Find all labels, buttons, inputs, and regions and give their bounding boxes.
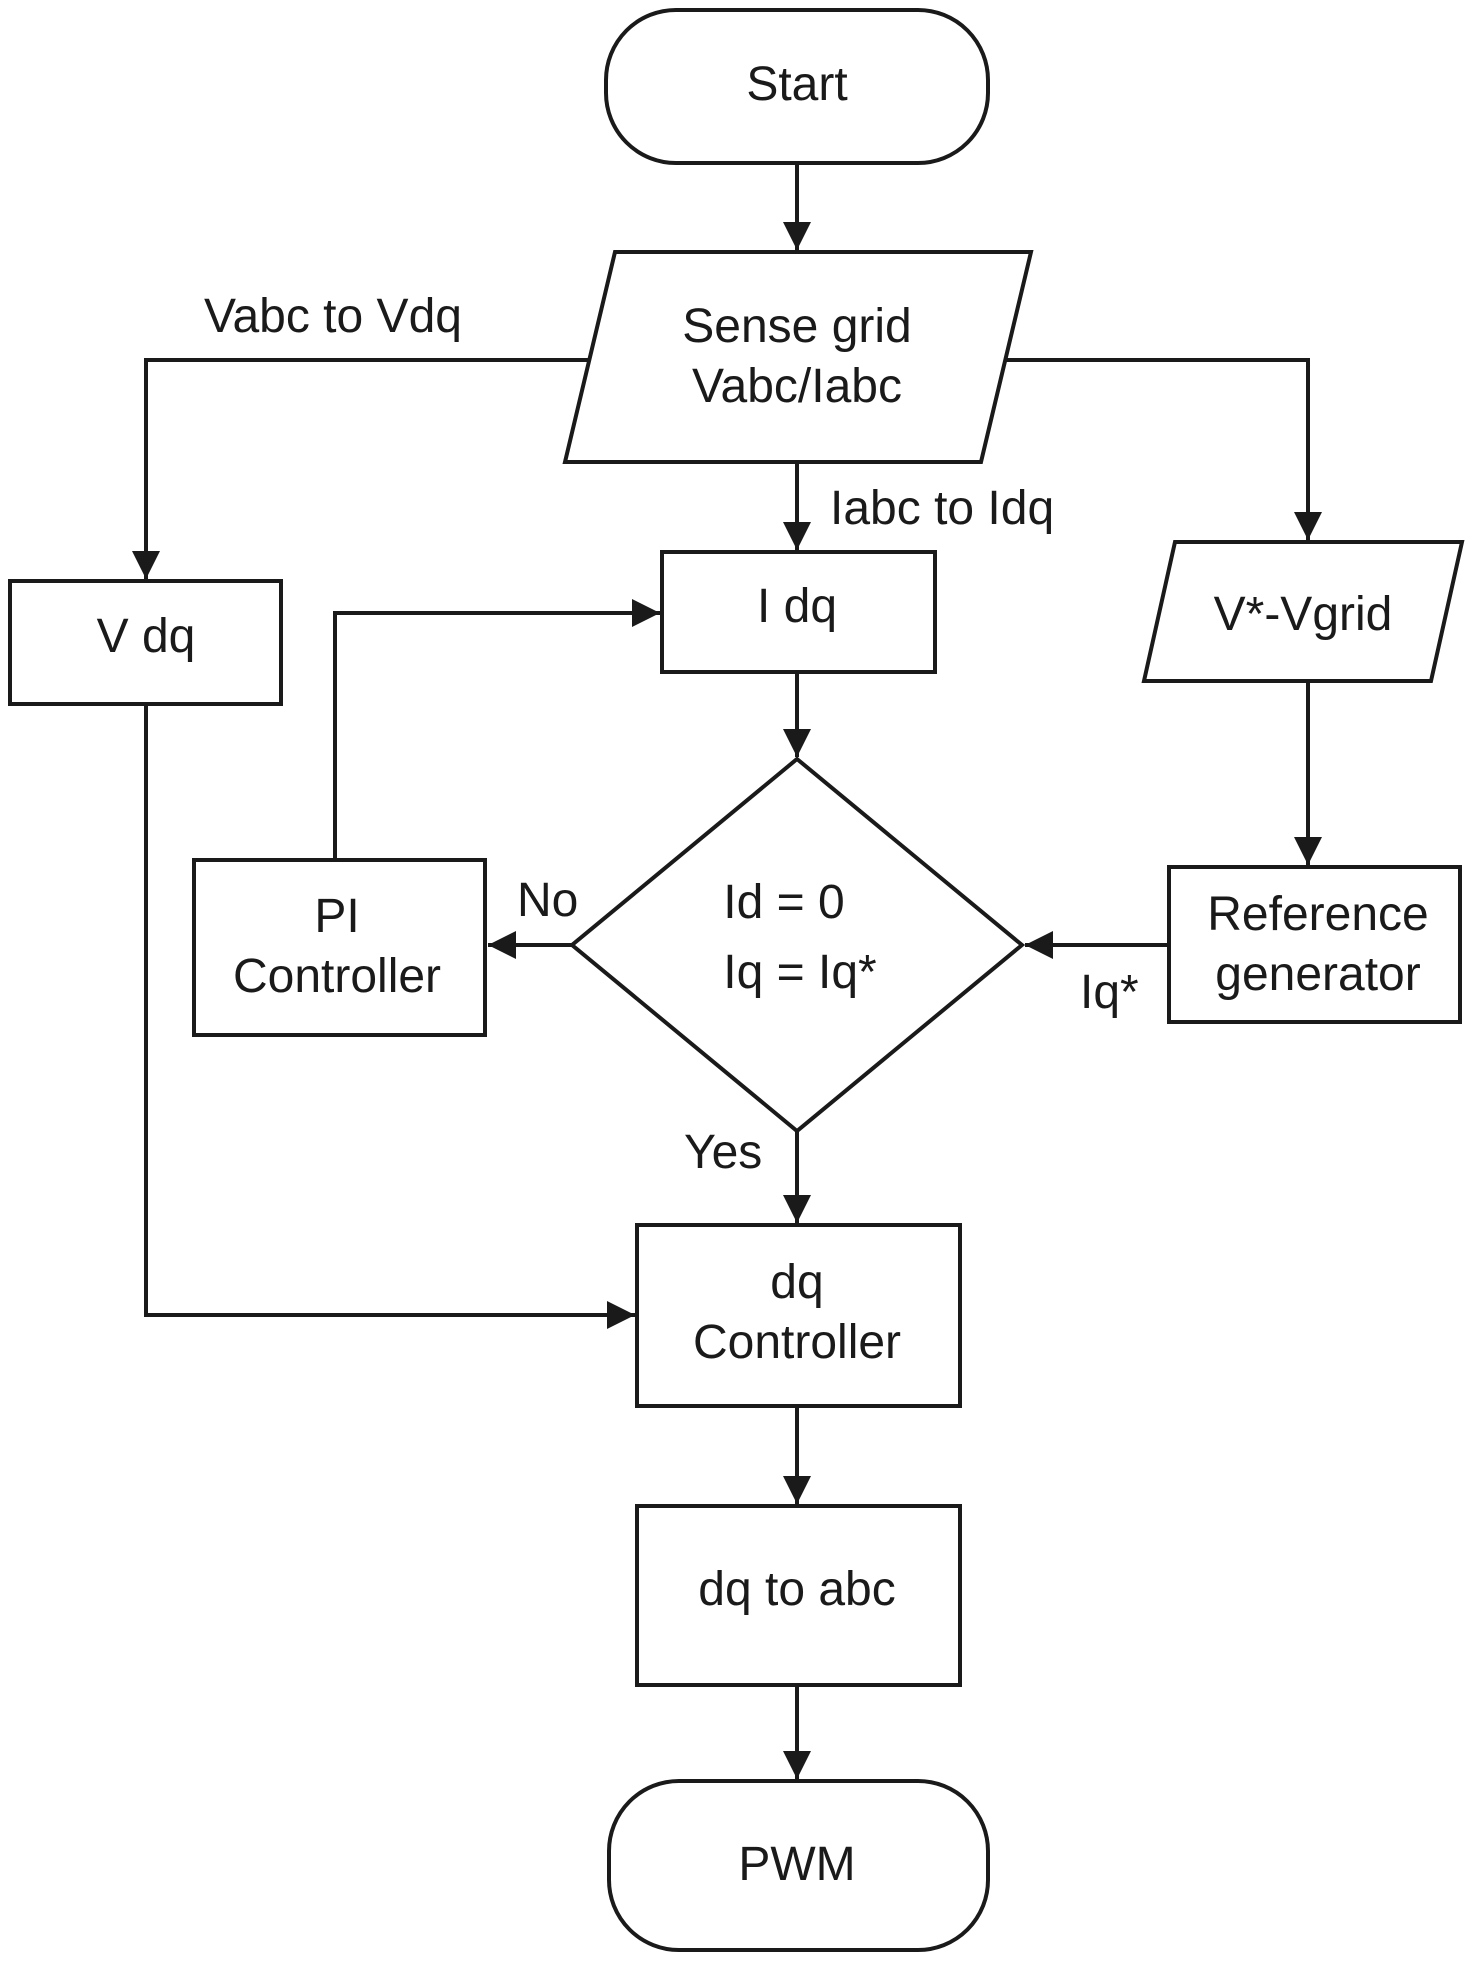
node-vgrid: V*-Vgrid: [1141, 540, 1465, 683]
node-vgrid-label: V*-Vgrid: [1214, 588, 1393, 641]
node-idq: I dq: [660, 550, 937, 674]
node-decision-line2: Iq = Iq*: [723, 946, 876, 999]
node-decision: Id = 0 Iq = Iq*: [568, 756, 1026, 1134]
label-no: No: [517, 874, 578, 927]
node-dq-to-abc: dq to abc: [635, 1504, 962, 1687]
node-pwm-label: PWM: [738, 1838, 855, 1891]
node-pi-line1: PI: [314, 890, 359, 943]
node-start-label: Start: [746, 58, 847, 111]
node-vdq-label: V dq: [97, 610, 196, 663]
label-iq-star: Iq*: [1080, 966, 1139, 1019]
node-reference-generator: Reference generator: [1167, 865, 1462, 1024]
node-ref-line1: Reference: [1207, 888, 1428, 941]
node-pi-controller: PI Controller: [192, 858, 487, 1037]
node-pwm: PWM: [607, 1779, 990, 1952]
edge-sense-vgrid: [1006, 358, 1322, 540]
node-ref-line2: generator: [1215, 948, 1420, 1001]
edge-pi-idq: [333, 599, 660, 860]
label-vabc-to-vdq: Vabc to Vdq: [204, 290, 462, 343]
edge-vdq-dqctrl: [144, 704, 635, 1329]
node-vdq: V dq: [8, 579, 283, 706]
edge-sense-vdq: [132, 358, 590, 579]
node-idq-label: I dq: [757, 580, 837, 633]
node-pi-line2: Controller: [233, 950, 441, 1003]
node-sense-grid: Sense grid Vabc/Iabc: [562, 250, 1034, 464]
node-sense-line1: Sense grid: [682, 300, 911, 353]
node-dq-controller: dq Controller: [635, 1223, 962, 1408]
node-dq2abc-label: dq to abc: [698, 1563, 895, 1616]
label-iabc-to-idq: Iabc to Idq: [830, 482, 1054, 535]
label-yes: Yes: [684, 1126, 762, 1179]
node-dqctrl-line1: dq: [770, 1256, 823, 1309]
node-dqctrl-line2: Controller: [693, 1316, 901, 1369]
node-sense-line2: Vabc/Iabc: [692, 360, 902, 413]
node-start: Start: [604, 8, 990, 165]
node-decision-line1: Id = 0: [723, 876, 844, 929]
